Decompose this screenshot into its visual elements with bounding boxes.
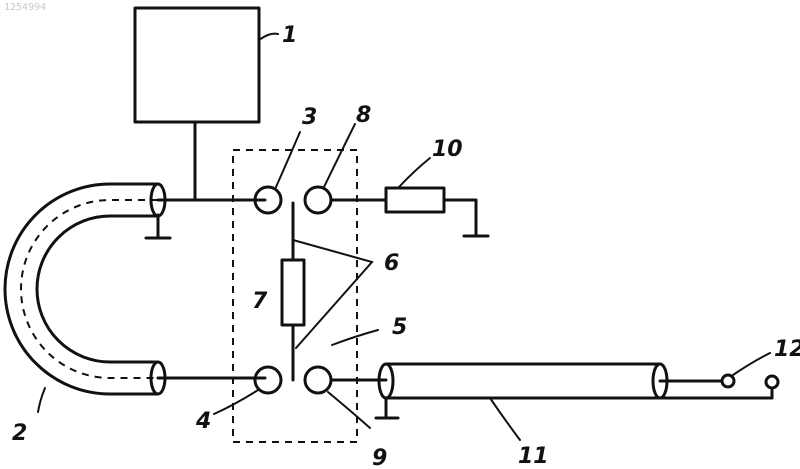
coaxial-line-2 bbox=[5, 184, 165, 394]
leader-2 bbox=[38, 388, 45, 412]
ground-upper-left bbox=[146, 215, 170, 238]
label-4: 4 bbox=[195, 409, 211, 434]
label-5: 5 bbox=[392, 315, 407, 340]
leader-5 bbox=[332, 330, 378, 345]
block-1-unit bbox=[135, 8, 259, 122]
leader-12 bbox=[733, 353, 770, 375]
label-12: 12 bbox=[774, 337, 800, 362]
ground-cable-11 bbox=[376, 398, 398, 418]
label-2: 2 bbox=[12, 421, 27, 446]
leader-4 bbox=[214, 390, 258, 414]
label-11: 11 bbox=[518, 444, 549, 469]
resistor-7 bbox=[282, 260, 304, 325]
label-6: 6 bbox=[384, 251, 399, 276]
leader-3 bbox=[276, 132, 300, 187]
label-7: 7 bbox=[252, 289, 268, 314]
output-terminals-12 bbox=[660, 375, 778, 398]
label-9: 9 bbox=[372, 446, 387, 469]
leader-10 bbox=[398, 158, 430, 188]
label-1: 1 bbox=[282, 23, 297, 48]
terminal-4 bbox=[255, 367, 281, 393]
leader-1 bbox=[259, 34, 278, 40]
coaxial-line-11 bbox=[379, 364, 667, 398]
label-8: 8 bbox=[356, 103, 371, 128]
leader-11 bbox=[490, 398, 520, 440]
ground-right bbox=[444, 200, 488, 236]
terminal-8 bbox=[305, 187, 331, 213]
resistor-10 bbox=[386, 188, 444, 212]
label-10: 10 bbox=[432, 137, 463, 162]
label-3: 3 bbox=[302, 105, 317, 130]
terminal-9 bbox=[305, 367, 331, 393]
leader-9 bbox=[328, 392, 370, 428]
leader-8 bbox=[324, 124, 355, 187]
scan-stamp: 1254994 bbox=[4, 2, 46, 13]
